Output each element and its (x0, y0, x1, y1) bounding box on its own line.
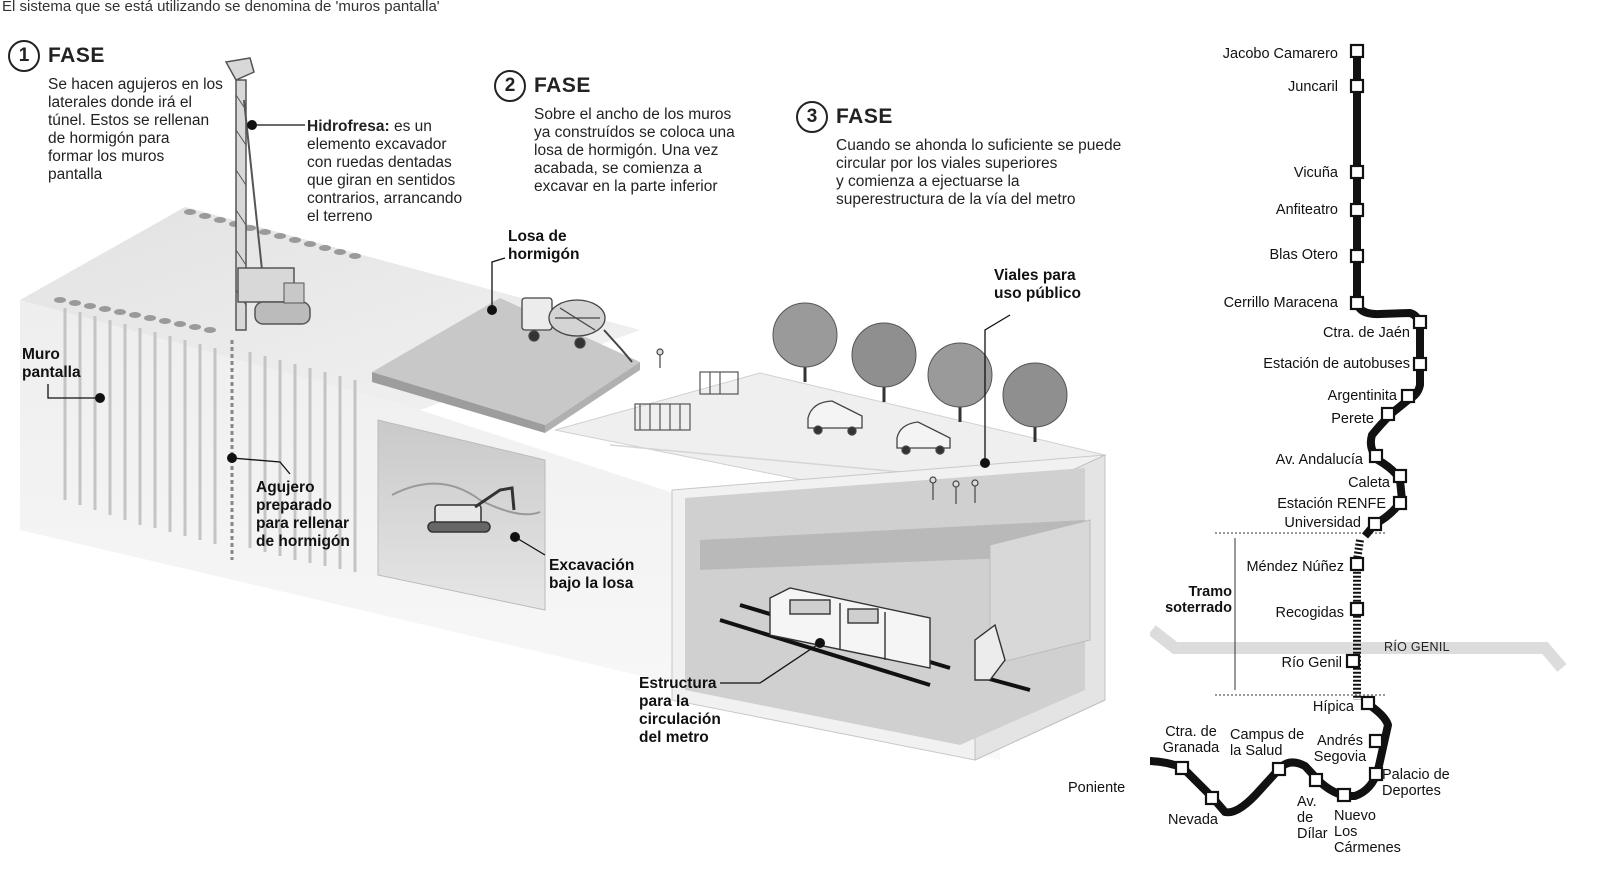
station-jacobo-camarero: Jacobo Camarero (1222, 46, 1338, 62)
excavator (427, 486, 516, 533)
subtitle: El sistema que se está utilizando se den… (2, 0, 440, 15)
station-campus-salud: Campus de la Salud (1230, 727, 1305, 759)
metro-train (769, 587, 1006, 681)
leader-lines (47, 124, 1011, 684)
station-rio-genil: Río Genil (1281, 655, 1342, 671)
station-palacio-deportes: Palacio de Deportes (1382, 767, 1450, 799)
cement-truck (521, 297, 633, 363)
construction-illustration (20, 57, 1107, 761)
pedestrians (656, 348, 979, 504)
cars (807, 400, 951, 455)
phase-2-label: FASE (534, 74, 591, 97)
station-nuevo-los-carmenes: Nuevo Los Cármenes (1334, 808, 1401, 856)
station-universidad: Universidad (1284, 515, 1361, 531)
station-recogidas: Recogidas (1275, 605, 1344, 621)
station-mendez-nunez: Méndez Núñez (1246, 559, 1344, 575)
station-estacion-autobuses: Estación de autobuses (1263, 356, 1410, 372)
phase-3: 3 FASE Cuando se ahonda lo suficiente se… (796, 101, 1121, 209)
leader-dots (95, 120, 990, 648)
phase2-slab (372, 297, 640, 611)
station-juncaril: Juncaril (1288, 79, 1338, 95)
river-label: RÍO GENIL (1384, 640, 1450, 654)
station-hipica: Hípica (1312, 699, 1354, 715)
hidrofresa-rig (224, 57, 311, 331)
station-anfiteatro: Anfiteatro (1275, 202, 1338, 218)
station-ctra-jaen: Ctra. de Jaén (1322, 325, 1410, 341)
station-andres-segovia: Andrés Segovia (1313, 733, 1367, 765)
station-vicuna: Vicuña (1293, 165, 1338, 181)
phase-3-number: 3 (796, 101, 828, 133)
station-argentinita: Argentinita (1327, 388, 1397, 404)
station-perete: Perete (1331, 411, 1374, 427)
station-nevada: Nevada (1168, 812, 1218, 828)
phase-1-label: FASE (48, 44, 105, 67)
metro-map (1150, 43, 1567, 817)
station-caleta: Caleta (1348, 475, 1390, 491)
station-blas-otero: Blas Otero (1269, 247, 1339, 263)
station-poniente: Poniente (1068, 780, 1126, 796)
station-av-andalucia: Av. Andalucía (1275, 452, 1363, 468)
station-ctra-granada: Ctra. de Granada (1162, 724, 1220, 756)
phase-1-number: 1 (8, 40, 40, 72)
phase-3-label: FASE (836, 105, 893, 128)
station-markers (1174, 43, 1428, 806)
phase3-structure (554, 348, 1107, 761)
station-cerrillo-maracena: Cerrillo Maracena (1223, 295, 1338, 311)
metro-line-north (1353, 52, 1424, 539)
phase-2-number: 2 (494, 70, 526, 102)
hidrofresa-title: Hidrofresa: (307, 118, 390, 135)
station-estacion-renfe: Estación RENFE (1277, 496, 1386, 512)
trees (772, 302, 1068, 442)
callout-hidrofresa: Hidrofresa: es un elemento excavador con… (307, 118, 463, 225)
station-av-dilar: Av. de Dílar (1297, 794, 1328, 842)
